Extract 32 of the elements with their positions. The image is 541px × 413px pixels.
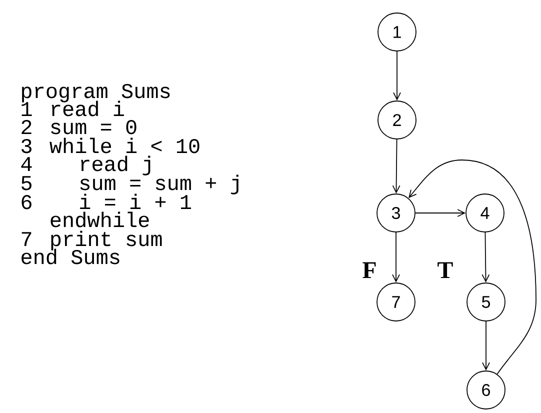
line-number: 7	[22, 232, 32, 246]
code-line: end Sums	[22, 248, 120, 264]
line-number: 5	[22, 176, 32, 190]
code-line: read i	[52, 100, 124, 116]
line-number: 1	[22, 102, 32, 116]
code-line: i = i + 1	[80, 194, 191, 209]
arrow	[393, 51, 401, 101]
line-number: 6	[22, 194, 32, 210]
flow-node: 1	[378, 12, 416, 52]
arrow	[482, 232, 490, 283]
code-line: sum = sum + j	[80, 174, 238, 194]
code-line: read j	[81, 156, 150, 176]
flow-node: 7	[376, 282, 416, 322]
code-line: while i < 10	[50, 138, 200, 154]
line-number: 3	[22, 138, 32, 154]
arrow	[392, 232, 400, 283]
code-line: endwhile	[50, 212, 149, 228]
flow-node: 2	[378, 100, 416, 140]
flow-node: 5	[466, 282, 506, 322]
flow-node: 4	[466, 194, 504, 232]
code-line: sum = 0	[51, 120, 136, 134]
arrow	[392, 139, 400, 194]
line-number: 4	[21, 157, 32, 171]
code-line: print sum	[51, 230, 162, 250]
branch-label: F	[362, 262, 376, 278]
arrow	[482, 321, 490, 371]
arrow	[415, 209, 466, 217]
line-number: 2	[22, 120, 32, 134]
arrow	[408, 160, 536, 375]
flow-node: 3	[376, 194, 416, 232]
flow-node: 6	[466, 370, 506, 410]
branch-label: T	[438, 262, 453, 278]
